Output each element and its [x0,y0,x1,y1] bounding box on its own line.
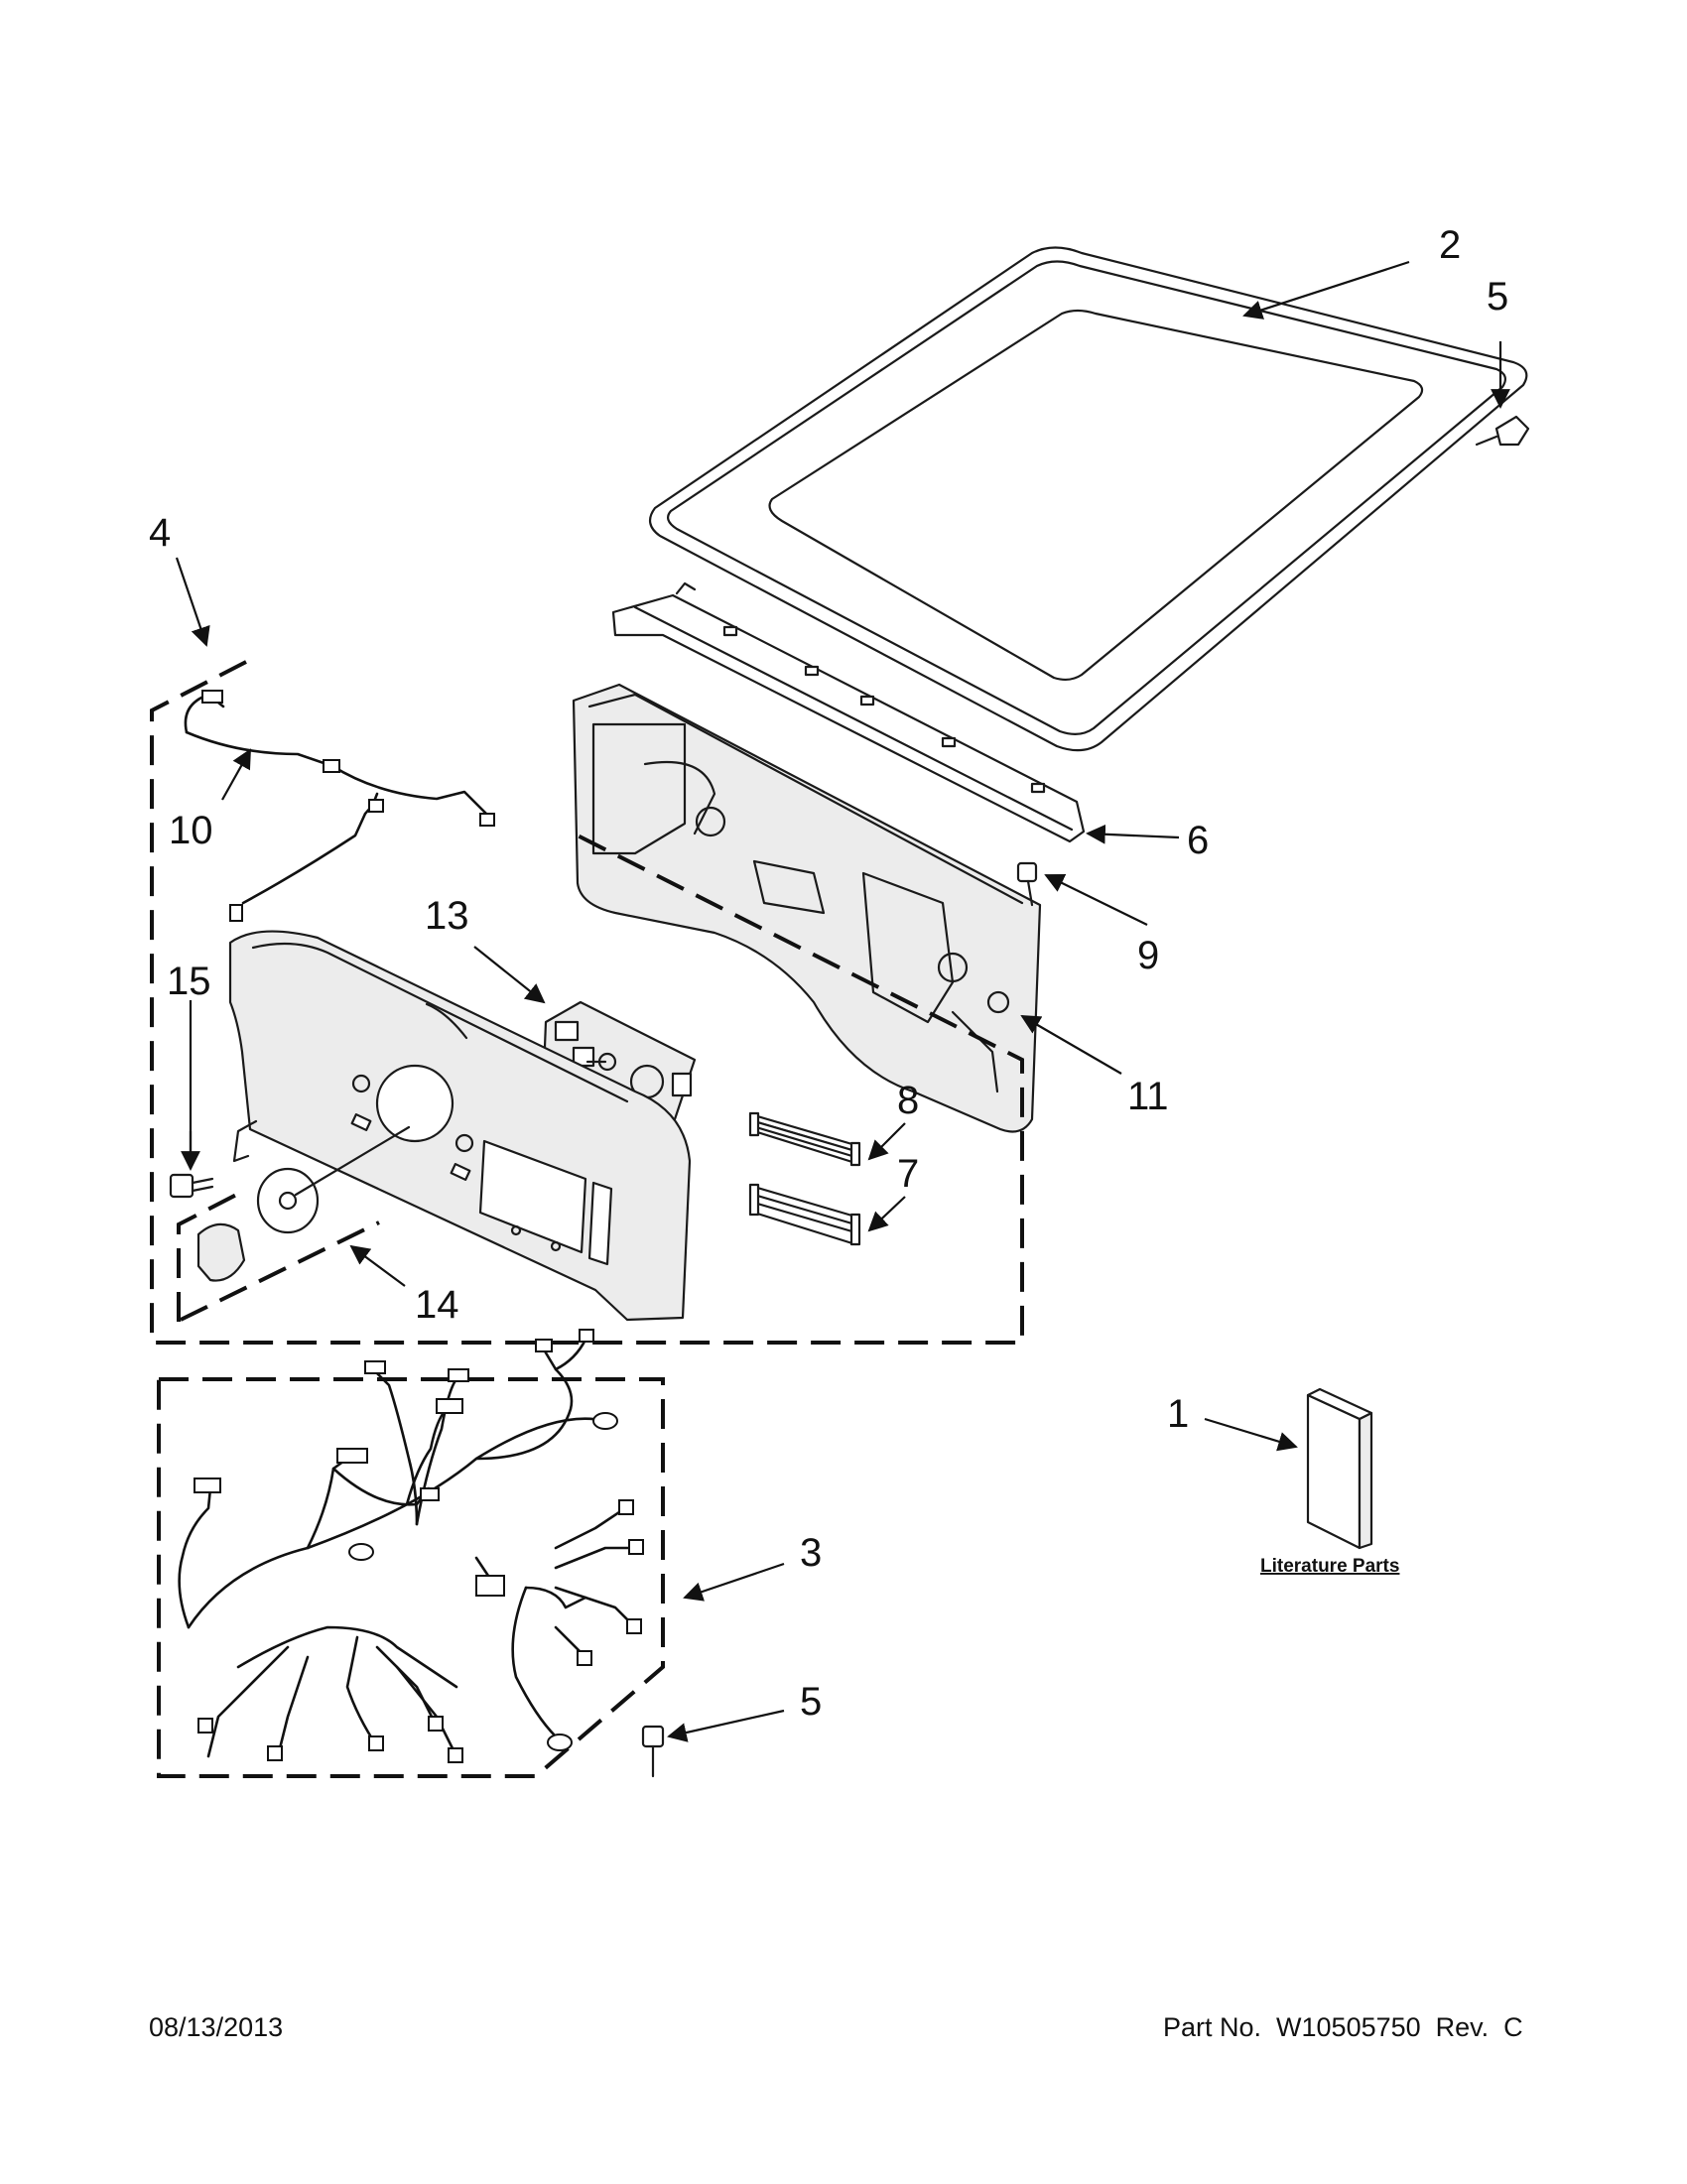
callout-3: 3 [800,1531,822,1575]
callout-8: 8 [897,1079,919,1122]
harness-10-part [184,690,495,922]
callout-7: 7 [897,1152,919,1196]
literature-parts-label: Literature Parts [1260,1556,1399,1577]
ribbon-cable-7-part [748,1183,861,1246]
wire-harness-3-part [157,1329,665,1778]
top-panel-part [648,246,1528,752]
callout-4: 4 [149,511,171,555]
console-frame-part [572,683,1042,1133]
literature-booklet-part [1306,1387,1373,1550]
screw-bottom-part [641,1725,665,1778]
footer-part-number: Part No. W10505750 Rev. C [1163,2012,1523,2042]
screw-top-part [1475,415,1530,447]
console-rail-part [611,581,1086,843]
console-panel-part [228,930,692,1322]
leader-lines [175,260,1510,1742]
callout-5-bottom: 5 [800,1680,822,1724]
callout-5-top: 5 [1487,275,1508,319]
callout-1: 1 [1167,1392,1189,1436]
callout-13: 13 [425,894,469,938]
callout-9: 9 [1137,934,1159,977]
callout-14: 14 [415,1283,459,1327]
callout-6: 6 [1187,819,1209,862]
ribbon-cable-8-part [748,1111,861,1167]
screw-15-part [169,1173,214,1199]
callout-15: 15 [167,960,211,1003]
callout-11: 11 [1127,1075,1169,1118]
callout-10: 10 [169,809,213,852]
screw-9-part [1016,861,1038,907]
console-assembly-group-outline [150,660,1024,1345]
footer-date: 08/13/2013 [149,2012,283,2042]
knob-assembly-14-part [177,1125,411,1322]
callout-2: 2 [1439,223,1461,267]
